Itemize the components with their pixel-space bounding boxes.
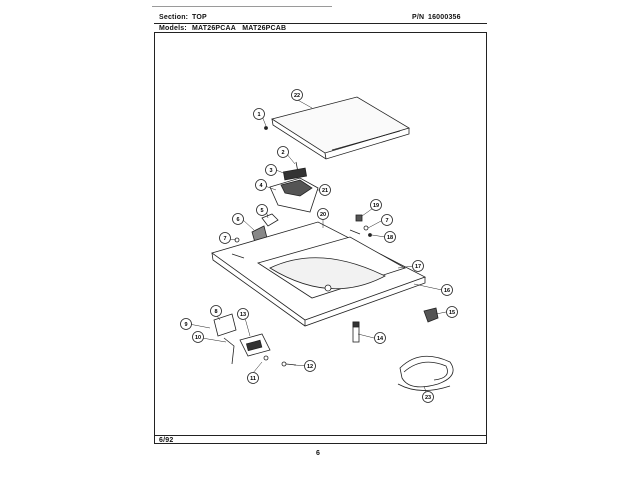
section-label: Section: xyxy=(159,14,189,21)
callout-number: 21 xyxy=(322,188,328,194)
callout-number: 13 xyxy=(240,312,246,318)
callout-number: 20 xyxy=(320,212,326,218)
wire-harness-part xyxy=(397,355,454,391)
callout-6: 6 xyxy=(232,213,244,225)
callout-number: 7 xyxy=(223,236,226,242)
callout-circle xyxy=(422,391,434,403)
callout-circle xyxy=(441,284,453,296)
callout-number: 14 xyxy=(377,336,384,342)
callout-circle xyxy=(232,213,244,225)
callout-circle xyxy=(317,208,329,220)
callout-circle xyxy=(219,232,231,244)
callout-20: 20 xyxy=(317,208,329,220)
lid-screw-part xyxy=(264,126,268,130)
callout-14: 14 xyxy=(374,332,386,344)
callout-circle xyxy=(192,331,204,343)
callout-circle xyxy=(253,108,265,120)
callout-13: 13 xyxy=(237,308,249,320)
callout-circle xyxy=(412,260,424,272)
revision-date: 6/92 xyxy=(159,437,174,444)
callout-circle xyxy=(247,372,259,384)
callout-circle xyxy=(291,89,303,101)
callout-number: 10 xyxy=(195,335,201,341)
callout-8: 8 xyxy=(210,305,222,317)
callout-circle xyxy=(374,332,386,344)
callout-circle xyxy=(265,164,277,176)
screws-11-12 xyxy=(263,355,297,367)
models-label: Models: xyxy=(159,25,187,32)
stud-14-part xyxy=(352,321,360,343)
section-value: TOP xyxy=(192,14,207,21)
callout-12: 12 xyxy=(304,360,316,372)
bracket-15-part xyxy=(423,307,439,323)
models-value: MAT26PCAA MAT26PCAB xyxy=(192,25,287,32)
callout-number: 2 xyxy=(281,150,284,156)
callout-number: 1 xyxy=(257,112,260,118)
callout-circle xyxy=(304,360,316,372)
callout-number: 16 xyxy=(444,288,450,294)
lid-switch-part xyxy=(283,161,307,181)
pn-value: 16000356 xyxy=(428,14,461,21)
callout-circle xyxy=(255,179,267,191)
callout-circle xyxy=(277,146,289,158)
callout-15: 15 xyxy=(446,306,458,318)
callout-number: 22 xyxy=(294,93,300,99)
callout-number: 18 xyxy=(387,235,393,241)
lid-part xyxy=(271,96,410,160)
callout-circle xyxy=(319,184,331,196)
callout-number: 9 xyxy=(184,322,187,328)
callout-9: 9 xyxy=(180,318,192,330)
callout-circle xyxy=(210,305,222,317)
pn-label: P/N xyxy=(412,14,425,21)
callout-number: 19 xyxy=(373,203,379,209)
top-rule xyxy=(152,6,332,7)
callout-circle xyxy=(381,214,393,226)
callout-number: 23 xyxy=(425,395,431,401)
diagram-frame xyxy=(154,32,487,444)
callout-number: 7 xyxy=(385,218,388,224)
callout-23: 23 xyxy=(422,391,434,403)
callout-17: 17 xyxy=(412,260,424,272)
hinge-parts-right xyxy=(355,214,372,237)
callout-16: 16 xyxy=(441,284,453,296)
header-rule xyxy=(154,23,487,24)
callout-circle xyxy=(384,231,396,243)
callout-4: 4 xyxy=(255,179,267,191)
callout-7a: 7 xyxy=(219,232,231,244)
callout-circle xyxy=(256,204,268,216)
callout-10: 10 xyxy=(192,331,204,343)
callout-number: 6 xyxy=(236,217,239,223)
callout-7b: 7 xyxy=(381,214,393,226)
callout-number: 5 xyxy=(260,208,263,214)
callout-circle xyxy=(370,199,382,211)
page-number: 6 xyxy=(316,450,320,457)
callout-circle xyxy=(180,318,192,330)
callout-number: 17 xyxy=(415,264,421,270)
callout-circle xyxy=(446,306,458,318)
callout-1: 1 xyxy=(253,108,265,120)
callout-number: 3 xyxy=(269,168,272,174)
footer-rule xyxy=(154,435,487,436)
callout-19: 19 xyxy=(370,199,382,211)
latch-parts xyxy=(213,313,271,365)
switch-bracket-part xyxy=(269,177,325,213)
callout-number: 15 xyxy=(449,310,455,316)
callout-22: 22 xyxy=(291,89,303,101)
callout-number: 12 xyxy=(307,364,313,370)
callout-11: 11 xyxy=(247,372,259,384)
callout-2: 2 xyxy=(277,146,289,158)
callout-number: 4 xyxy=(259,183,263,189)
callout-circle xyxy=(237,308,249,320)
top-panel-part xyxy=(211,221,427,327)
callout-18: 18 xyxy=(384,231,396,243)
callout-21: 21 xyxy=(319,184,331,196)
callout-3: 3 xyxy=(265,164,277,176)
callout-number: 11 xyxy=(250,376,256,382)
callout-number: 8 xyxy=(214,309,217,315)
callout-5: 5 xyxy=(256,204,268,216)
